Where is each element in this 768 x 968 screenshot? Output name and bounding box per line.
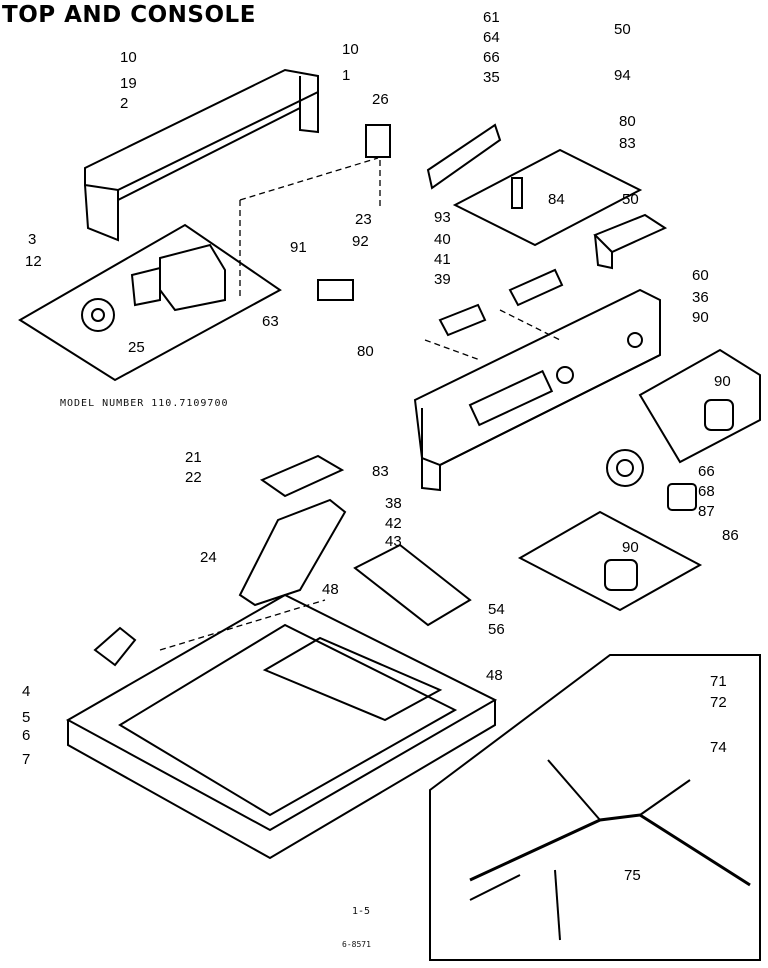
model-number-label: MODEL NUMBER 110.7109700 [60, 398, 229, 409]
callout-41: 48 [322, 581, 339, 598]
callout-1: 1 [342, 67, 350, 84]
callout-71: 71 [710, 673, 727, 690]
callout-42: 39 [434, 271, 451, 288]
callout-94: 94 [614, 67, 631, 84]
callout-35: 35 [483, 69, 500, 86]
callout-66: 66 [698, 463, 715, 480]
callout-60: 60 [692, 267, 709, 284]
lint-filter [353, 543, 472, 627]
bracket-26 [365, 124, 391, 158]
callout-85: 83 [619, 135, 636, 152]
callout-83: 83 [372, 463, 389, 480]
callout-91: 91 [290, 239, 307, 256]
lint-screen [238, 498, 347, 607]
callout-86: 84 [548, 191, 565, 208]
switch-68 [667, 483, 697, 511]
knob-66 [606, 449, 644, 487]
callout-75: 75 [624, 867, 641, 884]
callout-36: 36 [692, 289, 709, 306]
top-panel [65, 593, 498, 860]
callout-53: 54 [488, 601, 505, 618]
timer-knob-25 [81, 298, 115, 332]
label-plate [259, 454, 345, 498]
callout-56: 41 [434, 251, 451, 268]
timer-panel-outline [18, 223, 282, 382]
callout-43: 40 [434, 231, 451, 248]
hinge-4 [93, 626, 137, 667]
callout-61b: 63 [262, 313, 279, 330]
callout-38: 38 [385, 495, 402, 512]
callout-61a: 61 [483, 9, 500, 26]
callout-12: 12 [25, 253, 42, 270]
callout-74: 74 [710, 739, 727, 756]
callout-93: 93 [434, 209, 451, 226]
callout-90b: 90 [622, 539, 639, 556]
wire-harness-75 [469, 813, 751, 887]
callout-10a: 10 [342, 41, 359, 58]
callout-10b: 10 [120, 49, 137, 66]
callout-3: 3 [28, 231, 36, 248]
callout-72: 72 [710, 694, 727, 711]
callout-19: 19 [120, 75, 137, 92]
callout-68: 68 [698, 483, 715, 500]
callout-23: 22 [185, 469, 202, 486]
callout-labels: 10 10 1 19 2 26 61 64 66 35 50 94 80 83 … [22, 9, 739, 884]
callout-25: 25 [128, 339, 145, 356]
diagram-title: TOP AND CONSOLE [2, 2, 256, 28]
callout-89: 90 [692, 309, 709, 326]
callout-88: 86 [722, 527, 739, 544]
callout-54: 56 [488, 621, 505, 638]
callout-5: 5 [22, 709, 30, 726]
callout-50b: 50 [622, 191, 639, 208]
transformer [159, 243, 226, 312]
callout-80: 80 [357, 343, 374, 360]
callout-21: 23 [355, 211, 372, 228]
knob-box-upper [638, 348, 761, 464]
callout-64: 66 [483, 49, 500, 66]
callout-4: 4 [22, 683, 30, 700]
light-bar-60 [593, 213, 668, 254]
connector-91 [317, 279, 354, 301]
callout-90a: 90 [714, 373, 731, 390]
callout-50a: 50 [614, 21, 631, 38]
callout-84: 80 [619, 113, 636, 130]
catalog-code: 6-8571 [342, 940, 371, 949]
callout-40: 43 [385, 533, 402, 550]
callout-24: 24 [200, 549, 217, 566]
lamp-socket [508, 268, 564, 307]
callout-22: 21 [185, 449, 202, 466]
valve-42 [438, 303, 487, 337]
harness-panel [429, 654, 761, 961]
callout-48: 48 [486, 667, 503, 684]
console-panel [413, 288, 661, 492]
callout-87: 87 [698, 503, 715, 520]
callout-92: 92 [352, 233, 369, 250]
console-bracket [426, 123, 502, 190]
knob-box-lower [517, 510, 703, 612]
switch-panel-outline [452, 148, 643, 247]
top-rail [84, 68, 319, 242]
callout-7: 7 [22, 751, 30, 768]
callout-6: 6 [22, 727, 30, 744]
callout-63: 64 [483, 29, 500, 46]
callout-26: 26 [372, 91, 389, 108]
callout-39: 42 [385, 515, 402, 532]
callout-2: 2 [120, 95, 128, 112]
page-number: 1-5 [352, 906, 371, 917]
